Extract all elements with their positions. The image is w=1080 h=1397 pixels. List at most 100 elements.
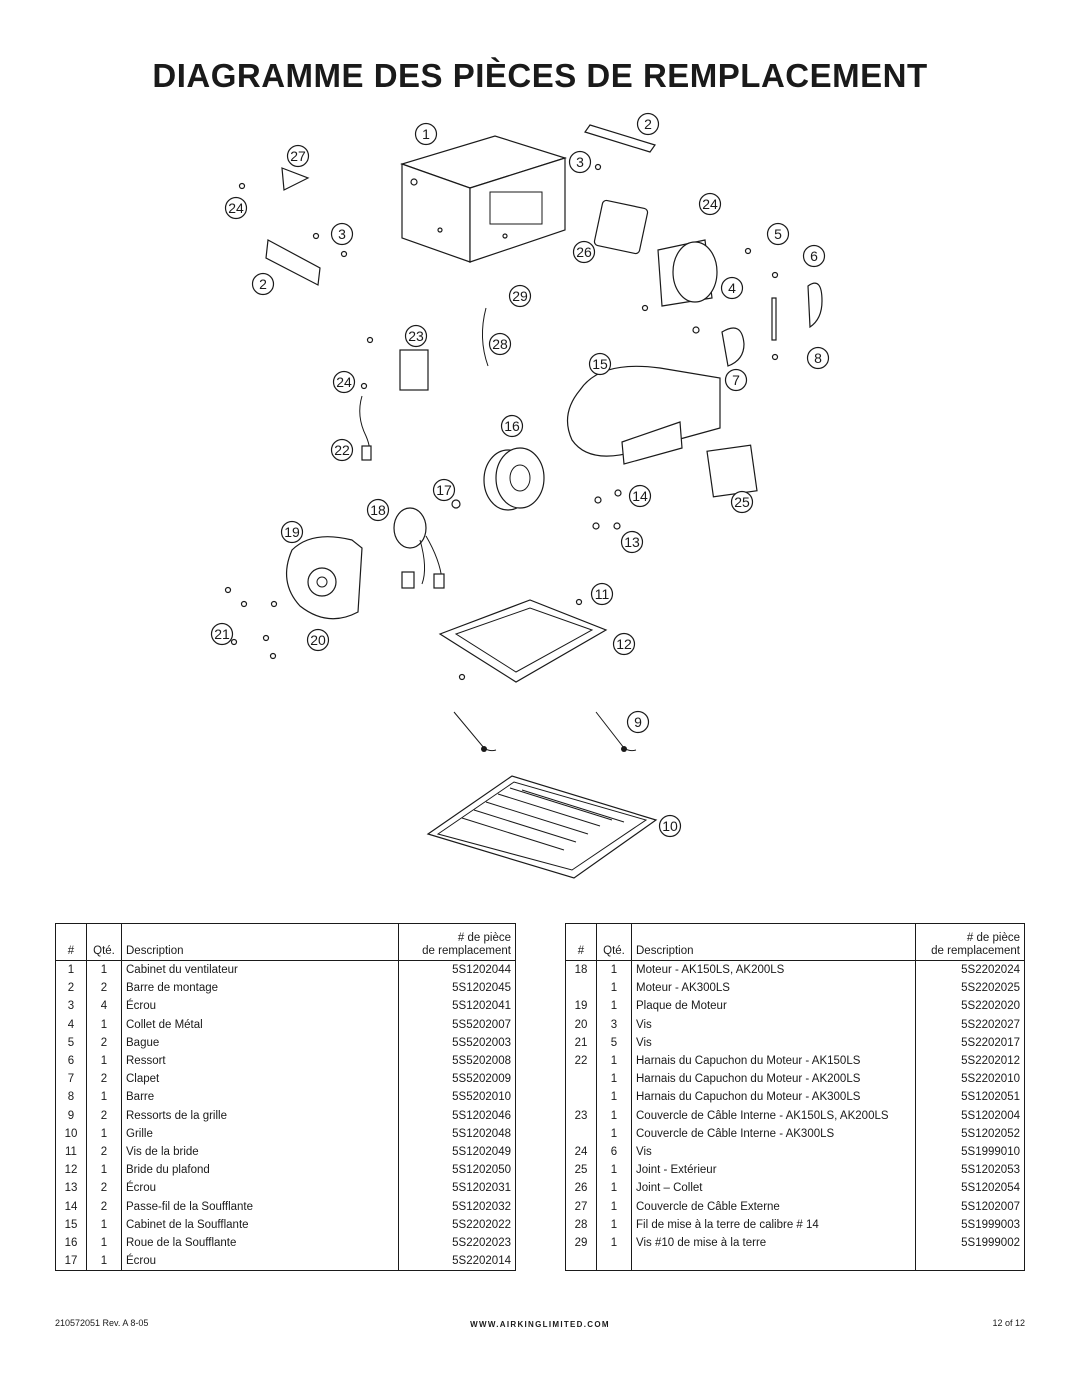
callout-number: 5 — [774, 226, 782, 242]
cell-desc: Vis #10 de mise à la terre — [631, 1234, 916, 1253]
website-link[interactable]: WWW.AIRKINGLIMITED.COM — [470, 1320, 610, 1329]
cell-part: 5S1202052 — [915, 1124, 1025, 1144]
cell-qty: 1 — [596, 1106, 632, 1125]
cell-part: 5S5202007 — [398, 1015, 516, 1034]
callout-circle — [698, 192, 722, 216]
cell-desc: Vis — [631, 1033, 916, 1053]
cell-qty — [596, 1252, 632, 1271]
cell-part: 5S5202003 — [398, 1033, 516, 1053]
cell-qty: 1 — [86, 1234, 122, 1253]
cell-num: 19 — [565, 997, 597, 1016]
cell-qty: 1 — [596, 1070, 632, 1089]
page-number: 12 of 12 — [992, 1318, 1025, 1328]
callout-circle — [251, 272, 275, 296]
cell-qty: 1 — [596, 1088, 632, 1107]
grille-spring — [453, 711, 637, 752]
cell-qty: 1 — [86, 960, 122, 980]
cell-part: 5S2202025 — [915, 979, 1025, 998]
cell-qty: 1 — [86, 1161, 122, 1180]
cell-num: 6 — [55, 1052, 87, 1071]
callout: 16 — [500, 414, 524, 438]
callout-circle — [414, 122, 438, 146]
callout: 28 — [488, 332, 512, 356]
col-header-num: # — [565, 923, 597, 961]
cell-part: 5S1202031 — [398, 1179, 516, 1198]
cell-qty: 2 — [86, 979, 122, 998]
cell-qty: 2 — [86, 1033, 122, 1053]
cell-num: 14 — [55, 1197, 87, 1216]
callout-number: 3 — [576, 154, 584, 170]
cell-num: 27 — [565, 1197, 597, 1216]
cell-desc: Grille — [121, 1124, 399, 1144]
cell-qty: 3 — [596, 1015, 632, 1034]
cell-part: 5S5202010 — [398, 1088, 516, 1107]
cell-desc: Vis — [631, 1015, 916, 1034]
callout-circle — [590, 582, 614, 606]
callout-number: 14 — [632, 488, 648, 504]
callout-circle — [500, 414, 524, 438]
cell-num: 15 — [55, 1215, 87, 1235]
cell-part: 5S2202027 — [915, 1015, 1025, 1034]
cell-num: 10 — [55, 1124, 87, 1144]
cell-desc: Écrou — [121, 997, 399, 1016]
cell-qty: 2 — [86, 1179, 122, 1198]
callout-number: 12 — [616, 636, 632, 652]
callout-circle — [628, 484, 652, 508]
callout-circle — [306, 628, 330, 652]
callout: 15 — [588, 352, 612, 376]
cell-qty: 2 — [86, 1106, 122, 1125]
cell-part: 5S1999003 — [915, 1215, 1025, 1235]
cell-num: 24 — [565, 1143, 597, 1162]
cell-desc: Cabinet du ventilateur — [121, 960, 399, 980]
cell-num: 9 — [55, 1106, 87, 1125]
callout-number: 23 — [408, 328, 424, 344]
col-header-part-line1: # de pièce — [966, 932, 1020, 944]
blower-housing — [566, 365, 721, 465]
cell-desc: Couvercle de Câble Externe — [631, 1197, 916, 1216]
cell-num: 16 — [55, 1234, 87, 1253]
cell-qty: 1 — [596, 1234, 632, 1253]
callout-circle — [224, 196, 248, 220]
callout-circle — [724, 368, 748, 392]
collar-gasket — [593, 199, 649, 255]
cell-num — [565, 1070, 597, 1089]
callout-circle — [572, 240, 596, 264]
callout: 24 — [224, 196, 248, 220]
cell-part: 5S1202041 — [398, 997, 516, 1016]
cell-qty: 1 — [596, 1179, 632, 1198]
callout: 25 — [730, 490, 754, 514]
callout: 2 — [251, 272, 275, 296]
cell-desc — [631, 1252, 916, 1271]
cell-qty: 1 — [86, 1052, 122, 1071]
internal-cable-cover — [399, 349, 429, 391]
callout-number: 11 — [595, 586, 610, 602]
callout-number: 18 — [370, 502, 386, 518]
cell-desc: Harnais du Capuchon du Moteur - AK200LS — [631, 1070, 916, 1089]
cell-num: 7 — [55, 1070, 87, 1089]
cell-qty: 1 — [86, 1252, 122, 1271]
cell-desc: Joint - Extérieur — [631, 1161, 916, 1180]
cell-part: 5S2202014 — [398, 1252, 516, 1271]
callout-circle — [508, 284, 532, 308]
cell-num: 26 — [565, 1179, 597, 1198]
callout: 5 — [766, 222, 790, 246]
cell-desc: Vis de la bride — [121, 1143, 399, 1162]
callout: 20 — [306, 628, 330, 652]
callout: 17 — [432, 478, 456, 502]
callout: 12 — [612, 632, 636, 656]
callout-circle — [806, 346, 830, 370]
table-row — [565, 1252, 1025, 1271]
cell-desc: Roue de la Soufflante — [121, 1234, 399, 1253]
